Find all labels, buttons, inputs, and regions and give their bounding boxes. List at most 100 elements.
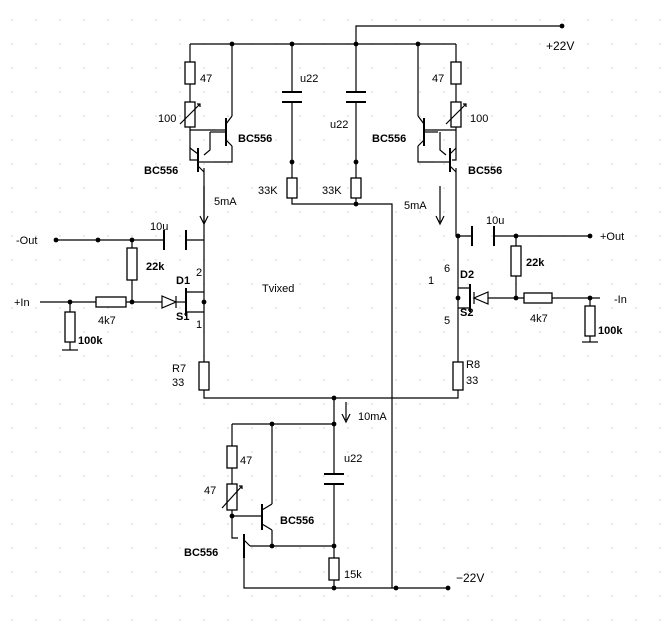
- grid-dot: [491, 427, 493, 429]
- grid-dot: [131, 499, 133, 501]
- grid-dot: [587, 451, 589, 453]
- grid-dot: [443, 259, 445, 261]
- grid-dot: [347, 283, 349, 285]
- grid-dot: [35, 307, 37, 309]
- grid-dot: [587, 139, 589, 141]
- grid-dot: [539, 163, 541, 165]
- grid-dot: [419, 571, 421, 573]
- grid-dot: [227, 571, 229, 573]
- grid-dot: [251, 595, 253, 597]
- grid-dot: [11, 523, 13, 525]
- grid-dot: [227, 235, 229, 237]
- grid-dot: [467, 211, 469, 213]
- label-r4k7-l: 4k7: [98, 315, 116, 327]
- grid-dot: [347, 331, 349, 333]
- grid-dot: [515, 475, 517, 477]
- grid-dot: [107, 187, 109, 189]
- grid-dot: [659, 595, 661, 597]
- label-pin5: 5: [444, 315, 450, 327]
- grid-dot: [299, 115, 301, 117]
- resistor-4k7-left: [95, 296, 127, 308]
- resistor-r7-33: [198, 361, 210, 391]
- grid-dot: [59, 115, 61, 117]
- grid-dot: [131, 427, 133, 429]
- grid-dot: [131, 355, 133, 357]
- grid-dot: [275, 379, 277, 381]
- label-r8: R8: [466, 359, 480, 371]
- grid-dot: [635, 307, 637, 309]
- grid-dot: [299, 355, 301, 357]
- grid-dot: [251, 475, 253, 477]
- grid-dot: [515, 139, 517, 141]
- grid-dot: [227, 211, 229, 213]
- grid-dot: [443, 307, 445, 309]
- grid-dot: [275, 67, 277, 69]
- grid-dot: [275, 19, 277, 21]
- grid-dot: [539, 355, 541, 357]
- grid-dot: [299, 211, 301, 213]
- grid-dot: [443, 331, 445, 333]
- grid-dot: [539, 283, 541, 285]
- label-s1: S1: [176, 311, 189, 323]
- grid-dot: [59, 619, 61, 621]
- grid-dot: [611, 139, 613, 141]
- grid-dot: [131, 115, 133, 117]
- label-r8-value: 33: [466, 375, 478, 387]
- grid-dot: [371, 499, 373, 501]
- junction-dot: [455, 295, 461, 301]
- resistor-47-top-left: [184, 61, 196, 85]
- grid-dot: [659, 475, 661, 477]
- grid-dot: [563, 307, 565, 309]
- grid-dot: [59, 163, 61, 165]
- grid-dot: [587, 403, 589, 405]
- label-r100k-l: 100k: [78, 335, 103, 347]
- grid-dot: [323, 379, 325, 381]
- label-r47-tr: 47: [432, 73, 444, 85]
- grid-dot: [11, 163, 13, 165]
- grid-dot: [635, 379, 637, 381]
- grid-dot: [659, 163, 661, 165]
- grid-dot: [227, 595, 229, 597]
- label-u22-b: u22: [344, 453, 362, 465]
- grid-dot: [611, 19, 613, 21]
- grid-dot: [611, 43, 613, 45]
- grid-dot: [395, 187, 397, 189]
- grid-dot: [11, 283, 13, 285]
- grid-dot: [395, 67, 397, 69]
- grid-dot: [323, 307, 325, 309]
- grid-dot: [203, 547, 205, 549]
- grid-dot: [515, 451, 517, 453]
- junction-dot: [455, 233, 461, 239]
- grid-dot: [131, 19, 133, 21]
- grid-dot: [275, 451, 277, 453]
- grid-dot: [275, 403, 277, 405]
- junction-dot: [331, 421, 337, 427]
- grid-dot: [371, 619, 373, 621]
- grid-dot: [371, 547, 373, 549]
- grid-dot: [83, 571, 85, 573]
- grid-dot: [323, 427, 325, 429]
- grid-dot: [203, 475, 205, 477]
- grid-dot: [275, 547, 277, 549]
- grid-dot: [83, 451, 85, 453]
- grid-dot: [299, 403, 301, 405]
- grid-dot: [563, 427, 565, 429]
- grid-dot: [611, 427, 613, 429]
- grid-dot: [611, 91, 613, 93]
- grid-dot: [35, 283, 37, 285]
- grid-dot: [539, 595, 541, 597]
- grid-dot: [467, 331, 469, 333]
- grid-dot: [443, 187, 445, 189]
- grid-dot: [563, 451, 565, 453]
- grid-dot: [419, 307, 421, 309]
- grid-dot: [491, 475, 493, 477]
- grid-dot: [275, 427, 277, 429]
- grid-dot: [155, 595, 157, 597]
- grid-dot: [59, 523, 61, 525]
- grid-dot: [491, 211, 493, 213]
- grid-dot: [59, 211, 61, 213]
- grid-dot: [179, 427, 181, 429]
- grid-dot: [299, 523, 301, 525]
- grid-dot: [275, 355, 277, 357]
- grid-dot: [155, 259, 157, 261]
